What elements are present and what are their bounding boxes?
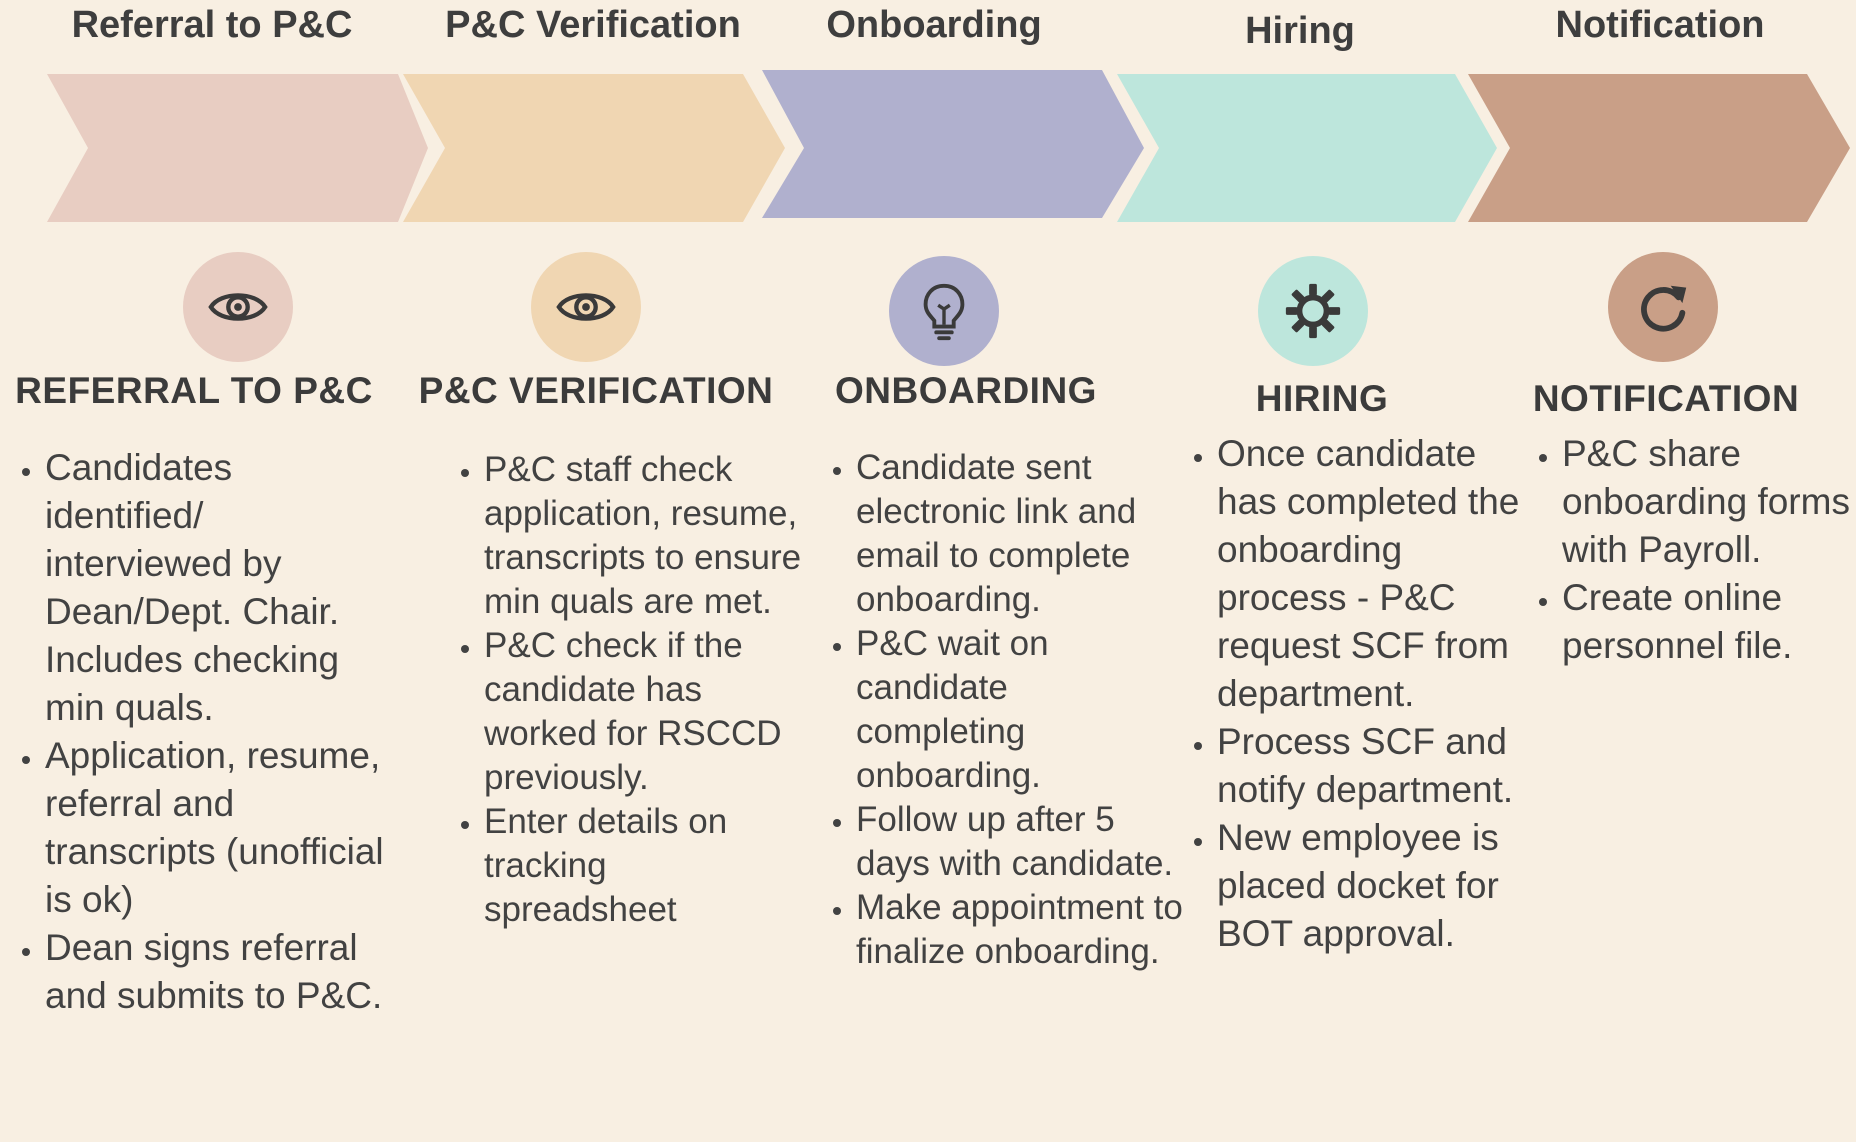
gear-icon (1258, 256, 1368, 366)
refresh-icon (1608, 252, 1718, 362)
list-item: Candidates identified/ interviewed by De… (45, 444, 390, 732)
chevron-referral (47, 74, 428, 222)
list-item: Application, resume, referral and transc… (45, 732, 390, 924)
chevron-hiring (1117, 74, 1497, 222)
list-item: Dean signs referral and submits to P&C. (45, 924, 390, 1020)
chevron-verification (403, 74, 785, 222)
list-item: Process SCF and notify department. (1217, 718, 1537, 814)
stage-title-hiring: Hiring (1245, 10, 1355, 52)
list-item: P&C wait on candidate completing onboard… (856, 622, 1186, 798)
list-item: P&C share onboarding forms with Payroll. (1562, 430, 1856, 574)
heading-hiring: HIRING (1255, 378, 1389, 419)
list-item: New employee is placed docket for BOT ap… (1217, 814, 1537, 958)
heading-onboarding: ONBOARDING (835, 370, 1097, 411)
notification-bullet-list: P&C share onboarding forms with Payroll.… (1517, 430, 1856, 670)
eye-icon (531, 252, 641, 362)
verification-bullet-list: P&C staff check application, resume, tra… (439, 448, 804, 932)
heading-notification: NOTIFICATION (1532, 378, 1800, 419)
stage-title-notification: Notification (1555, 4, 1765, 46)
list-item: Once candidate has completed the onboard… (1217, 430, 1537, 718)
list-item: Enter details on tracking spreadsheet (484, 800, 804, 932)
heading-referral: REFERRAL TO P&C (15, 370, 373, 411)
stage-title-verification: P&C Verification (445, 4, 741, 46)
list-item: Follow up after 5 days with candidate. (856, 798, 1186, 886)
list-item: Create online personnel file. (1562, 574, 1856, 670)
list-item: P&C check if the candidate has worked fo… (484, 624, 804, 800)
hiring-bullet-list: Once candidate has completed the onboard… (1172, 430, 1537, 958)
referral-bullet-list: Candidates identified/ interviewed by De… (0, 444, 390, 1020)
list-item: Candidate sent electronic link and email… (856, 446, 1186, 622)
stage-title-onboarding: Onboarding (826, 4, 1042, 46)
heading-verification: P&C VERIFICATION (418, 370, 774, 411)
onboarding-bullet-list: Candidate sent electronic link and email… (811, 446, 1186, 974)
chevron-onboarding (762, 70, 1144, 218)
list-item: P&C staff check application, resume, tra… (484, 448, 804, 624)
stage-title-referral: Referral to P&C (71, 4, 353, 46)
process-chevron-bar (47, 70, 1850, 222)
lightbulb-icon (889, 256, 999, 366)
chevron-notification (1468, 74, 1850, 222)
eye-icon (183, 252, 293, 362)
list-item: Make appointment to finalize onboarding. (856, 886, 1186, 974)
